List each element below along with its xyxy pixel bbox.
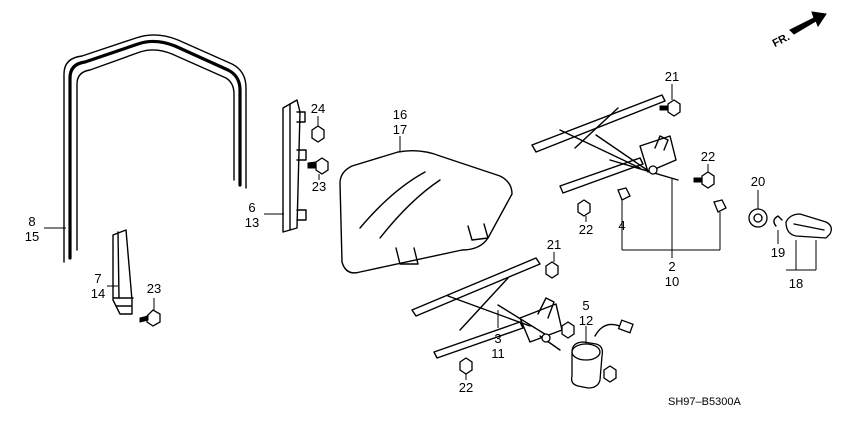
- label-5: 5: [582, 298, 589, 313]
- nut-icon: [311, 125, 325, 143]
- label-23-lower: 23: [147, 281, 161, 296]
- label-22-center: 22: [579, 222, 593, 237]
- fasteners: [139, 99, 727, 383]
- label-15: 15: [25, 229, 39, 244]
- label-22-right: 22: [701, 149, 715, 164]
- label-17: 17: [393, 122, 407, 137]
- bolt-icon: [693, 171, 715, 189]
- label-21-lower: 21: [547, 237, 561, 252]
- bolt-icon: [139, 309, 161, 327]
- label-20: 20: [751, 174, 765, 189]
- label-11: 11: [491, 346, 505, 361]
- label-19: 19: [771, 245, 785, 260]
- rear-lower-channel: [112, 229, 134, 315]
- diagram-code: SH97–B5300A: [668, 396, 741, 408]
- bolt-icon: [577, 199, 591, 217]
- label-12: 12: [579, 313, 593, 328]
- label-6: 6: [248, 200, 255, 215]
- label-2: 2: [668, 259, 675, 274]
- label-24: 24: [311, 101, 325, 116]
- label-22-bottom: 22: [459, 380, 473, 395]
- label-18: 18: [789, 276, 803, 291]
- lower-window-regulator: [411, 257, 563, 359]
- clip-icon: [617, 187, 727, 213]
- front-direction-label: FR.: [771, 31, 792, 50]
- front-direction-arrow-icon: FR.: [771, 11, 827, 50]
- bolt-icon: [603, 365, 617, 383]
- label-21-upper: 21: [665, 69, 679, 84]
- regulator-handle-parts: [748, 208, 832, 239]
- bolt-icon: [545, 261, 559, 279]
- label-16: 16: [393, 107, 407, 122]
- bolt-icon: [307, 157, 329, 175]
- part-number-labels: 8 15 7 14 23 6 13 24 23 16 17 21 21 22 2…: [25, 69, 803, 395]
- upper-window-regulator: [531, 94, 679, 194]
- bolt-icon: [561, 321, 575, 339]
- leader-lines: [44, 84, 817, 380]
- bolt-icon: [459, 357, 473, 375]
- label-10: 10: [665, 274, 679, 289]
- door-glass: [339, 149, 513, 274]
- bolt-icon: [659, 99, 681, 117]
- label-8: 8: [28, 214, 35, 229]
- label-13: 13: [245, 215, 259, 230]
- label-23-upper: 23: [312, 179, 326, 194]
- label-3: 3: [494, 331, 501, 346]
- label-14: 14: [91, 286, 105, 301]
- label-4: 4: [618, 218, 625, 233]
- door-weatherstrip: [63, 34, 247, 263]
- regulator-motor: [570, 319, 634, 389]
- label-7: 7: [94, 271, 101, 286]
- front-sash-channel: [282, 99, 307, 233]
